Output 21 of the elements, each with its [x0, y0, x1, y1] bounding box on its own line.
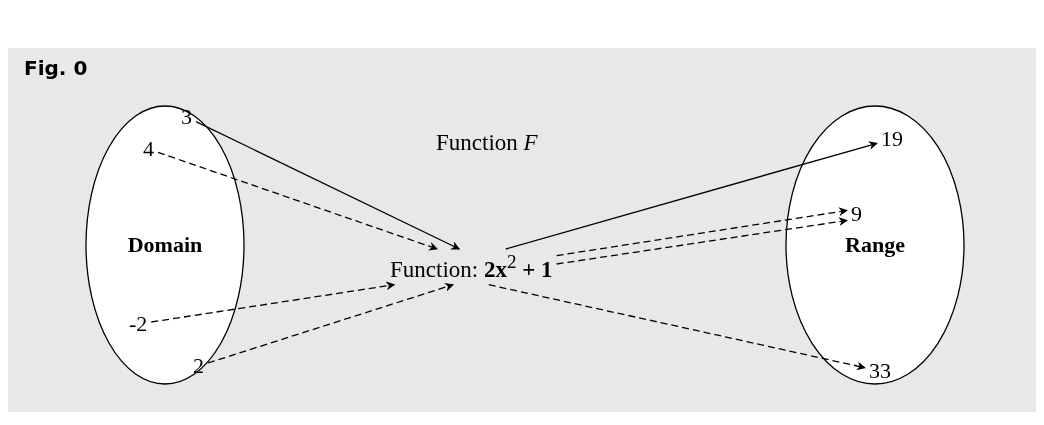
- value-label: 4: [139, 135, 158, 163]
- value-label: 33: [865, 357, 895, 385]
- diagram-title-text: Function F: [436, 130, 538, 156]
- arrow: [150, 281, 396, 323]
- domain-ellipse: [85, 105, 245, 385]
- range-ellipse: [785, 105, 965, 385]
- arrow: [488, 284, 866, 371]
- arrow: [157, 151, 439, 251]
- arrow: [555, 217, 848, 265]
- arrow: [555, 207, 848, 257]
- value-label: -2: [125, 310, 152, 338]
- set-label: Range: [845, 232, 905, 258]
- arrow: [195, 120, 461, 250]
- value-label: 9: [847, 200, 866, 228]
- value-label: 3: [177, 103, 196, 131]
- arrow: [207, 282, 454, 364]
- value-label: 19: [877, 125, 907, 153]
- arrow: [505, 141, 878, 250]
- set-label: Domain: [127, 232, 203, 258]
- figure-title: Fig. 0: [24, 56, 88, 80]
- function-label: Function: 2x$^{2}$ + 1: [386, 249, 557, 285]
